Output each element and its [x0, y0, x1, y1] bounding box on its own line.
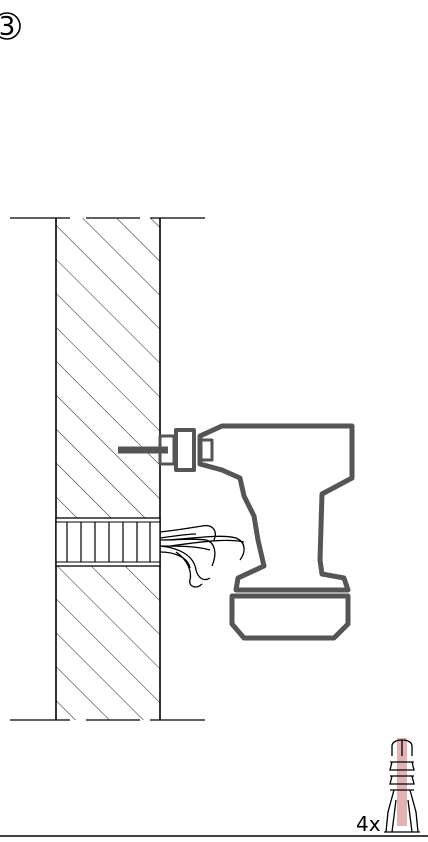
power-drill-icon: [118, 423, 355, 641]
step-number-badge: 3: [0, 12, 21, 42]
wall-section: [10, 217, 205, 721]
anchor-quantity-label: 4x: [356, 812, 381, 836]
cable-icon: [159, 524, 245, 588]
wall-anchor-icon: [384, 738, 420, 833]
step-number: 3: [0, 12, 15, 42]
wall-box: [55, 517, 161, 567]
